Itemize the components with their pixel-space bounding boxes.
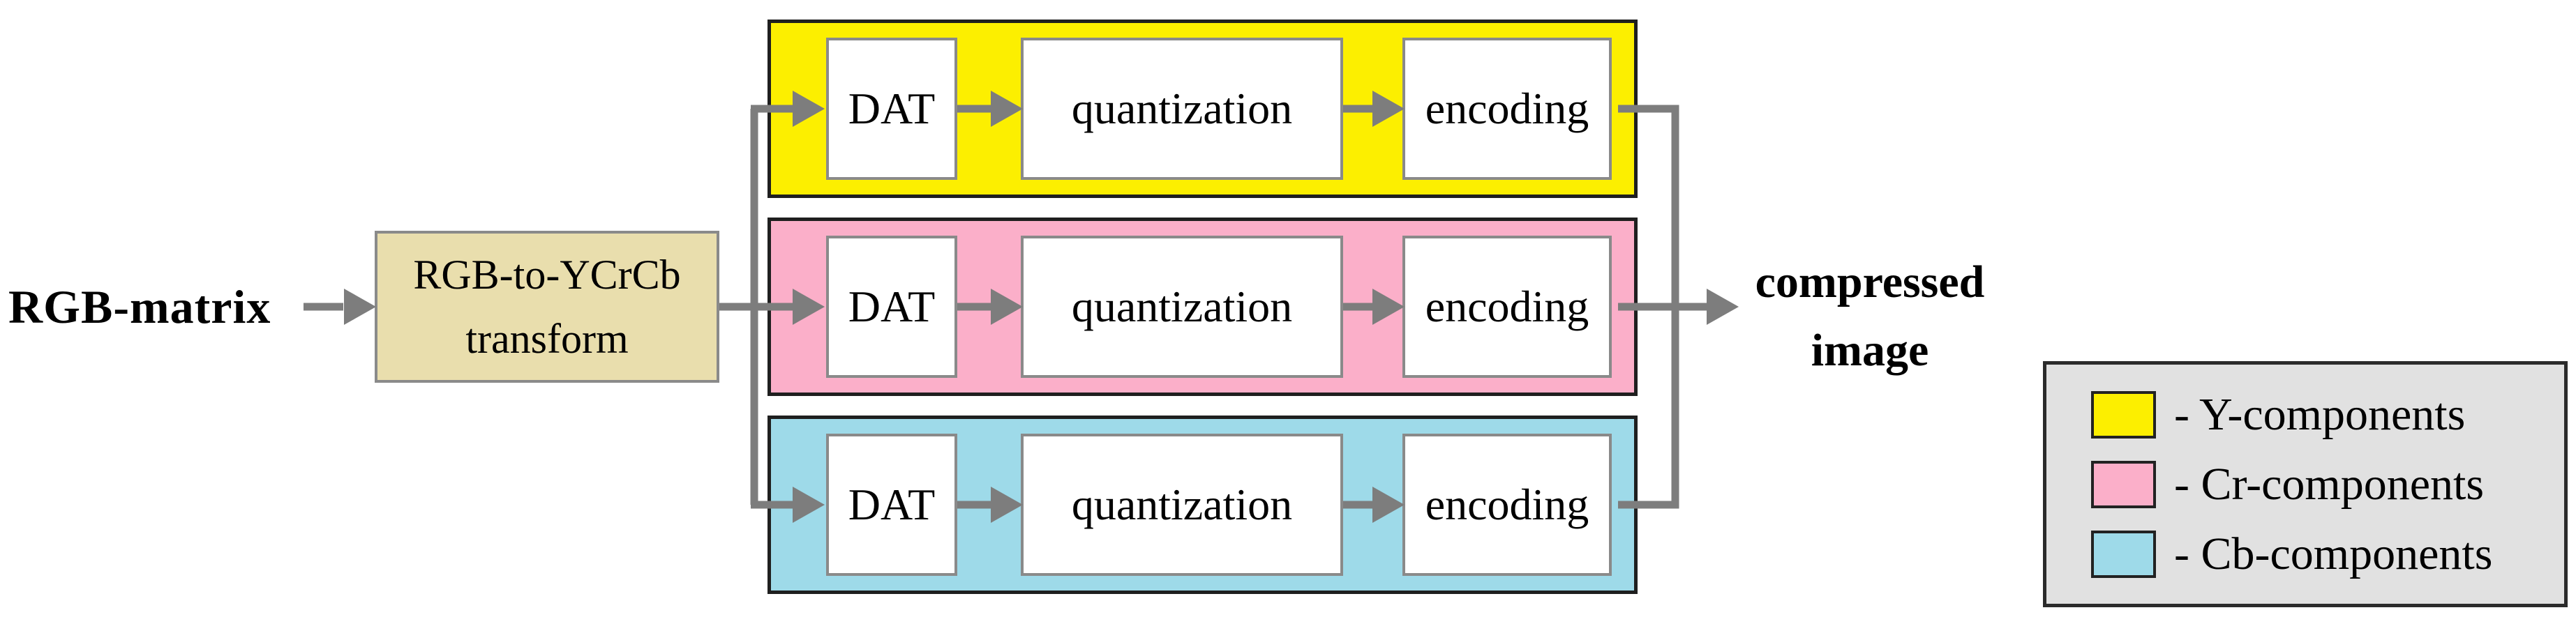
y-components-swatch bbox=[2091, 390, 2156, 439]
y-components-row: DAT quantization encoding bbox=[767, 20, 1638, 198]
cr-encoding-box: encoding bbox=[1402, 236, 1612, 378]
legend-item-y: - Y-components bbox=[2091, 388, 2564, 441]
y-dat-label: DAT bbox=[848, 84, 936, 133]
transform-box-line2: transform bbox=[465, 316, 629, 362]
input-arrowhead bbox=[344, 289, 376, 325]
cb-encoding-box: encoding bbox=[1402, 434, 1612, 576]
y-quantization-box: quantization bbox=[1021, 38, 1343, 180]
cr-components-row: DAT quantization encoding bbox=[767, 218, 1638, 396]
cb-quantization-label: quantization bbox=[1071, 480, 1293, 529]
compressed-image-line1: compressed bbox=[1755, 257, 1985, 307]
cr-quantization-label: quantization bbox=[1071, 282, 1293, 331]
cr-encoding-label: encoding bbox=[1425, 282, 1589, 331]
compressed-image-line2: image bbox=[1811, 325, 1929, 376]
cr-components-legend-label: - Cr-components bbox=[2174, 458, 2485, 510]
cr-quantization-box: quantization bbox=[1021, 236, 1343, 378]
cr-components-swatch bbox=[2091, 460, 2156, 508]
legend-box: - Y-components - Cr-components - Cb-comp… bbox=[2043, 361, 2568, 607]
cb-quantization-box: quantization bbox=[1021, 434, 1343, 576]
cb-components-legend-label: - Cb-components bbox=[2174, 528, 2493, 579]
legend-item-cr: - Cr-components bbox=[2091, 458, 2564, 511]
y-encoding-label: encoding bbox=[1425, 84, 1589, 133]
rgb-to-ycrcb-transform-box: RGB-to-YCrCb transform bbox=[375, 231, 719, 383]
cb-components-row: DAT quantization encoding bbox=[767, 416, 1638, 594]
legend-item-cb: - Cb-components bbox=[2091, 528, 2564, 581]
cr-dat-box: DAT bbox=[826, 236, 957, 378]
cb-dat-label: DAT bbox=[848, 480, 936, 529]
cb-encoding-label: encoding bbox=[1425, 480, 1589, 529]
y-dat-box: DAT bbox=[826, 38, 957, 180]
y-components-legend-label: - Y-components bbox=[2174, 388, 2466, 440]
y-encoding-box: encoding bbox=[1402, 38, 1612, 180]
compressed-image-label: compressed image bbox=[1716, 248, 2023, 385]
cb-components-swatch bbox=[2091, 530, 2156, 578]
rgb-matrix-label: RGB-matrix bbox=[8, 280, 271, 333]
transform-box-line1: RGB-to-YCrCb bbox=[413, 252, 681, 298]
cb-dat-box: DAT bbox=[826, 434, 957, 576]
cr-dat-label: DAT bbox=[848, 282, 936, 331]
y-quantization-label: quantization bbox=[1071, 84, 1293, 133]
